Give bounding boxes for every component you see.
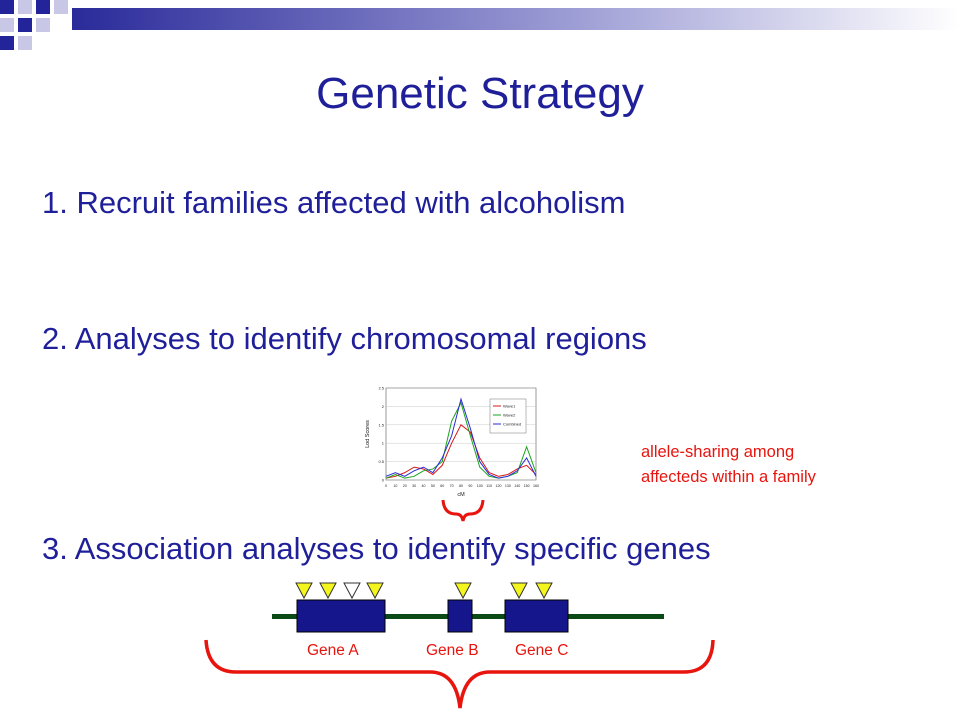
chromosome-line <box>272 614 664 619</box>
series-line-wave1 <box>385 424 537 479</box>
gridlines <box>386 387 536 481</box>
gene-c-label: Gene C <box>515 642 569 659</box>
x-axis-label: cM <box>457 492 465 498</box>
x-tick-label: 130 <box>505 484 511 488</box>
snp-marker <box>319 582 337 600</box>
snp-marker <box>535 582 553 600</box>
step-3-text: 3. Association analyses to identify spec… <box>42 531 711 566</box>
legend-entry: Wave1 <box>503 404 516 409</box>
deco-square <box>54 0 68 14</box>
title-rule <box>72 8 960 30</box>
deco-square <box>0 0 14 14</box>
y-tick-label: 1 <box>382 441 385 446</box>
slide-decoration <box>0 0 960 50</box>
y-tick-label: 2.5 <box>378 386 384 391</box>
allele-note-line-2: affecteds within a family <box>641 468 816 486</box>
gene-a-label: Gene A <box>307 642 359 659</box>
snp-marker <box>366 582 384 600</box>
gene-c-box <box>504 599 569 633</box>
allele-note-line-1: allele-sharing among <box>641 443 795 461</box>
series-lines <box>385 397 537 479</box>
y-tick-label: 2 <box>382 404 385 409</box>
deco-square <box>18 0 32 14</box>
legend-box <box>489 398 527 434</box>
x-tick-label: 150 <box>524 484 530 488</box>
deco-square <box>0 36 14 50</box>
deco-square <box>18 36 32 50</box>
slide-title: Genetic Strategy <box>316 69 644 118</box>
snp-marker <box>454 582 472 600</box>
x-tick-label: 40 <box>422 484 426 488</box>
step-1-text: 1. Recruit families affected with alcoho… <box>42 185 626 220</box>
gene-b-box <box>447 599 473 633</box>
series-line-combined <box>385 397 537 479</box>
y-tick-label: 0 <box>382 478 385 483</box>
x-tick-label: 110 <box>486 484 492 488</box>
legend-entry: Wave2 <box>503 413 516 418</box>
series-line-wave2 <box>385 401 537 479</box>
x-tick-label: 100 <box>477 484 483 488</box>
deco-square <box>18 18 32 32</box>
gene-b-label: Gene B <box>426 642 479 659</box>
x-tick-label: 120 <box>496 484 502 488</box>
y-tick-labels: 0 0.5 1 1.5 2 2.5 <box>378 386 384 483</box>
x-tick-label: 50 <box>431 484 435 488</box>
x-tick-label: 30 <box>412 484 416 488</box>
x-tick-label: 0 <box>385 484 387 488</box>
x-tick-label: 70 <box>450 484 454 488</box>
snp-marker-empty <box>343 582 361 600</box>
deco-square <box>36 18 50 32</box>
y-axis-label: Lod Scores <box>365 420 371 448</box>
x-tick-label: 90 <box>468 484 472 488</box>
x-tick-label: 20 <box>403 484 407 488</box>
y-tick-label: 1.5 <box>378 422 384 427</box>
allele-sharing-note: allele-sharing among affecteds within a … <box>641 440 816 490</box>
step-2-text: 2. Analyses to identify chromosomal regi… <box>42 321 647 356</box>
gene-a-box <box>296 599 386 633</box>
legend-entry: Combined <box>503 422 521 427</box>
x-tick-label: 160 <box>533 484 539 488</box>
deco-square <box>0 18 14 32</box>
y-tick-label: 0.5 <box>378 459 384 464</box>
x-tick-label: 140 <box>514 484 520 488</box>
deco-square <box>36 0 50 14</box>
x-tick-label: 10 <box>393 484 397 488</box>
x-tick-label: 80 <box>459 484 463 488</box>
x-tick-label: 60 <box>440 484 444 488</box>
small-brace <box>441 499 485 522</box>
snp-marker <box>295 582 313 600</box>
snp-marker <box>510 582 528 600</box>
